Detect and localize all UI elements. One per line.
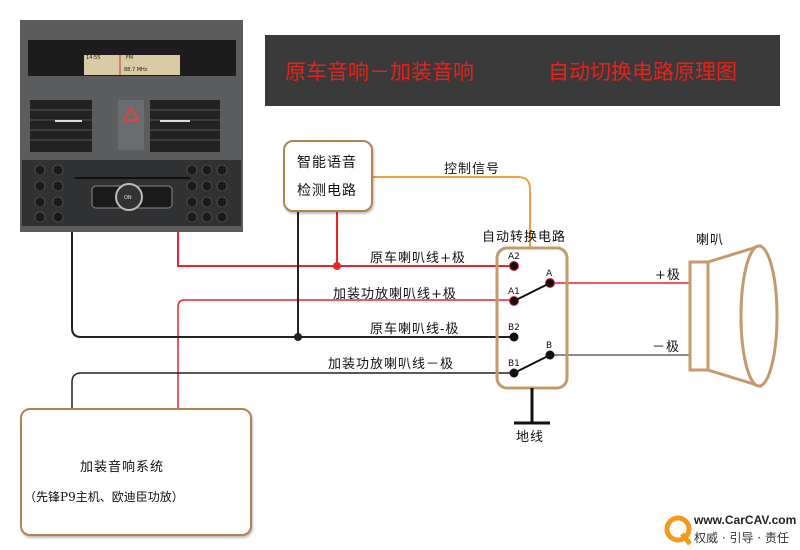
switch-arm-a [513, 282, 551, 302]
logo-icon [664, 515, 692, 546]
amp-box-line1: 加装音响系统 [80, 460, 165, 475]
speaker-label: 喇叭 [696, 233, 725, 248]
radio-frequency: 88.7 MHz [124, 67, 148, 73]
detection-line1: 智能语音 [297, 155, 357, 171]
title-right: 自动切换电路原理图 [548, 59, 737, 84]
switch-arm-b [513, 354, 551, 374]
switch-terminals: A2 A1 B2 B1 A B [508, 252, 555, 378]
radio-band: FM [126, 55, 133, 61]
carcav-logo: www.CarCAV.com 权威 · 引导 · 责任 [664, 512, 798, 548]
orig-positive-label: 原车喇叭线+极 [370, 251, 466, 266]
detection-line2: 检测电路 [297, 183, 357, 199]
aftermarket-audio-box: 加装音响系统 （先锋P9主机、欧迪臣功放） [20, 408, 252, 536]
control-signal-wire [373, 176, 531, 248]
junction-dot [294, 333, 302, 341]
amp-positive-wire [177, 299, 513, 408]
orig-positive-wire [177, 232, 513, 267]
terminal-b2 [509, 332, 519, 342]
control-signal-label: 控制信号 [444, 162, 501, 177]
label-b2: B2 [508, 323, 520, 333]
label-a: A [546, 269, 553, 279]
switch-box-label: 自动转换电路 [482, 230, 567, 245]
label-b1: B1 [508, 359, 520, 369]
amp-negative-wire [71, 372, 513, 408]
speaker-icon [688, 243, 779, 389]
orig-negative-wire [71, 232, 513, 338]
radio-clock: 14:55 [86, 55, 100, 61]
radio-knob-label: ON [124, 195, 132, 201]
label-b: B [546, 341, 552, 351]
detection-circuit-box: 智能语音 检测电路 [283, 140, 373, 212]
logo-url: www.CarCAV.com [694, 513, 797, 527]
speaker-negative-label: －极 [652, 340, 681, 355]
title-left: 原车音响－加装音响 [285, 59, 474, 84]
junction-dot [333, 262, 341, 270]
head-unit-image: 14:55 FM 88.7 MHz ON [20, 20, 243, 232]
title-banner: 原车音响－加装音响 自动切换电路原理图 [265, 35, 780, 106]
amp-box-line2: （先锋P9主机、欧迪臣功放） [24, 490, 184, 504]
logo-slogan: 权威 · 引导 · 责任 [694, 531, 789, 545]
label-a2: A2 [508, 252, 520, 262]
speaker-positive-label: +极 [655, 268, 681, 283]
label-a1: A1 [508, 287, 520, 297]
ground-label: 地线 [516, 430, 545, 445]
orig-negative-label: 原车喇叭线-极 [370, 322, 460, 337]
amp-negative-label: 加装功放喇叭线－极 [328, 357, 455, 372]
terminal-a2 [509, 261, 519, 271]
amp-positive-label: 加装功放喇叭线+极 [333, 287, 457, 302]
